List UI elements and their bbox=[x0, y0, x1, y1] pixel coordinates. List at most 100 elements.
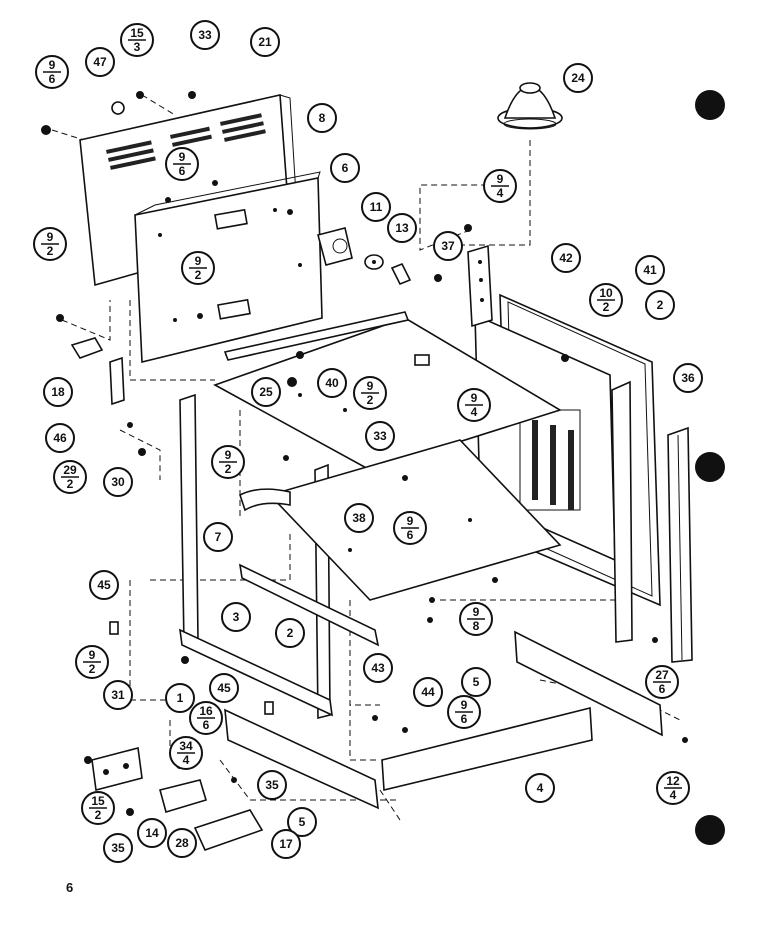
callout-subnumber: 2 bbox=[225, 462, 232, 476]
callout-number: 15 bbox=[91, 794, 105, 808]
callout-36: 36 bbox=[673, 363, 703, 393]
callout-1: 1 bbox=[165, 683, 195, 713]
callout-41: 41 bbox=[635, 255, 665, 285]
callout-number: 9 bbox=[461, 698, 468, 712]
callout-2-left: 2 bbox=[275, 618, 305, 648]
callout-8: 8 bbox=[307, 103, 337, 133]
callout-9-2-e: 92 bbox=[75, 645, 109, 679]
callout-number: 1 bbox=[177, 691, 184, 705]
callout-9-6-a: 96 bbox=[35, 55, 69, 89]
callout-38: 38 bbox=[344, 503, 374, 533]
callout-number: 28 bbox=[175, 836, 189, 850]
callout-circle bbox=[275, 618, 305, 648]
callout-subnumber: 2 bbox=[47, 244, 54, 258]
callout-number: 45 bbox=[217, 681, 231, 695]
callout-subnumber: 6 bbox=[49, 72, 56, 86]
part-46-bracket bbox=[109, 356, 125, 406]
part-4-front-rail bbox=[381, 706, 593, 791]
callout-2-right: 2 bbox=[645, 290, 675, 320]
callout-circle bbox=[365, 421, 395, 451]
callout-13: 13 bbox=[387, 213, 417, 243]
callout-number: 24 bbox=[571, 71, 585, 85]
callout-number: 40 bbox=[325, 376, 339, 390]
callout-17: 17 bbox=[271, 829, 301, 859]
callout-number: 21 bbox=[258, 35, 272, 49]
callout-number: 8 bbox=[319, 111, 326, 125]
callout-28: 28 bbox=[167, 828, 197, 858]
callout-circle bbox=[673, 363, 703, 393]
part-17-bracket bbox=[193, 809, 264, 851]
callout-circle bbox=[103, 467, 133, 497]
part-18-clip bbox=[70, 337, 104, 359]
callout-9-6-d: 96 bbox=[447, 695, 481, 729]
callout-circle bbox=[525, 773, 555, 803]
callout-subnumber: 2 bbox=[195, 268, 202, 282]
callout-45-a: 45 bbox=[89, 570, 119, 600]
callout-number: 35 bbox=[265, 778, 279, 792]
callout-number: 44 bbox=[421, 685, 435, 699]
callout-16-6: 166 bbox=[189, 701, 223, 735]
part-5-right-rail bbox=[514, 630, 663, 737]
callout-circle bbox=[165, 683, 195, 713]
callout-24: 24 bbox=[563, 63, 593, 93]
callout-18: 18 bbox=[43, 377, 73, 407]
callout-subnumber: 4 bbox=[471, 405, 478, 419]
callout-number: 11 bbox=[370, 200, 383, 214]
callout-21: 21 bbox=[250, 27, 280, 57]
callout-circle bbox=[287, 807, 317, 837]
part-36-side-rail bbox=[667, 426, 693, 663]
callout-11: 11 bbox=[361, 192, 391, 222]
callout-number: 9 bbox=[407, 514, 414, 528]
callout-number: 27 bbox=[655, 668, 669, 682]
part-5-left-rail bbox=[224, 708, 379, 810]
callout-circle bbox=[137, 818, 167, 848]
callout-subnumber: 2 bbox=[89, 662, 96, 676]
callout-circle bbox=[209, 673, 239, 703]
callout-25: 25 bbox=[251, 377, 281, 407]
callout-45-b: 45 bbox=[209, 673, 239, 703]
callout-subnumber: 6 bbox=[407, 528, 414, 542]
callout-subnumber: 6 bbox=[659, 682, 666, 696]
callout-5-right: 5 bbox=[461, 667, 491, 697]
callout-subnumber: 2 bbox=[367, 393, 374, 407]
callout-number: 31 bbox=[111, 688, 125, 702]
callout-9-2-c: 92 bbox=[353, 376, 387, 410]
callout-number: 5 bbox=[473, 675, 480, 689]
callout-circle bbox=[203, 522, 233, 552]
callout-subnumber: 8 bbox=[473, 619, 480, 633]
callout-circle bbox=[645, 290, 675, 320]
callout-circle bbox=[551, 243, 581, 273]
callout-number: 9 bbox=[47, 230, 54, 244]
callout-6: 6 bbox=[330, 153, 360, 183]
callout-circle bbox=[330, 153, 360, 183]
callout-circle bbox=[413, 677, 443, 707]
callout-12-4: 124 bbox=[656, 771, 690, 805]
part-13-rod bbox=[390, 262, 412, 286]
callout-30: 30 bbox=[103, 467, 133, 497]
part-11-knob bbox=[364, 254, 384, 270]
callout-7: 7 bbox=[203, 522, 233, 552]
callout-circle bbox=[251, 377, 281, 407]
callout-number: 9 bbox=[471, 391, 478, 405]
callout-44: 44 bbox=[413, 677, 443, 707]
callout-number: 4 bbox=[537, 781, 544, 795]
callout-9-6-b: 96 bbox=[165, 147, 199, 181]
callout-circle bbox=[221, 602, 251, 632]
callout-circle bbox=[257, 770, 287, 800]
callout-9-2-a: 92 bbox=[33, 227, 67, 261]
callout-subnumber: 4 bbox=[670, 788, 677, 802]
callout-number: 18 bbox=[51, 385, 65, 399]
callout-47: 47 bbox=[85, 47, 115, 77]
part-8-inner-rear-panel bbox=[134, 171, 323, 364]
callout-subnumber: 4 bbox=[183, 753, 190, 767]
callout-number: 2 bbox=[287, 626, 294, 640]
callout-43: 43 bbox=[363, 653, 393, 683]
callout-9-4-b: 94 bbox=[457, 388, 491, 422]
callout-number: 33 bbox=[198, 28, 212, 42]
callout-number: 33 bbox=[373, 429, 387, 443]
callout-subnumber: 4 bbox=[497, 186, 504, 200]
callout-9-4-a: 94 bbox=[483, 169, 517, 203]
callout-circle bbox=[271, 829, 301, 859]
callout-5-left: 5 bbox=[287, 807, 317, 837]
